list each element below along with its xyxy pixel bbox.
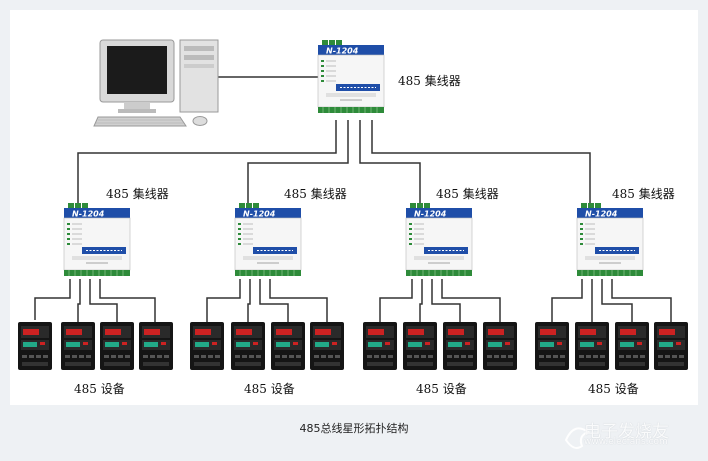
hub-3 [405, 202, 473, 277]
hub-3-label: 485 集线器 [436, 187, 499, 201]
hub-4-label: 485 集线器 [612, 187, 675, 201]
central-hub-label: 485 集线器 [398, 74, 461, 88]
watermark-logo-icon [564, 427, 591, 449]
watermark-text: 电子发烧友 [584, 422, 669, 442]
computer-icon [93, 39, 219, 127]
device-group-3-label: 485 设备 [416, 382, 467, 396]
bus-lines [34, 76, 672, 322]
hub-1 [63, 202, 131, 277]
device-group-2-label: 485 设备 [244, 382, 295, 396]
figure-caption: 485总线星形拓扑结构 [299, 422, 409, 435]
device-group-1-label: 485 设备 [74, 382, 125, 396]
hub-4 [576, 202, 644, 277]
hub-2 [234, 202, 302, 277]
hub-1-label: 485 集线器 [106, 187, 169, 201]
device-group-4-label: 485 设备 [588, 382, 639, 396]
watermark-url: www.elecfans.com [584, 437, 668, 447]
central-hub [317, 39, 385, 114]
watermark: 电子发烧友 www.elecfans.com [554, 417, 694, 451]
hub-2-label: 485 集线器 [284, 187, 347, 201]
